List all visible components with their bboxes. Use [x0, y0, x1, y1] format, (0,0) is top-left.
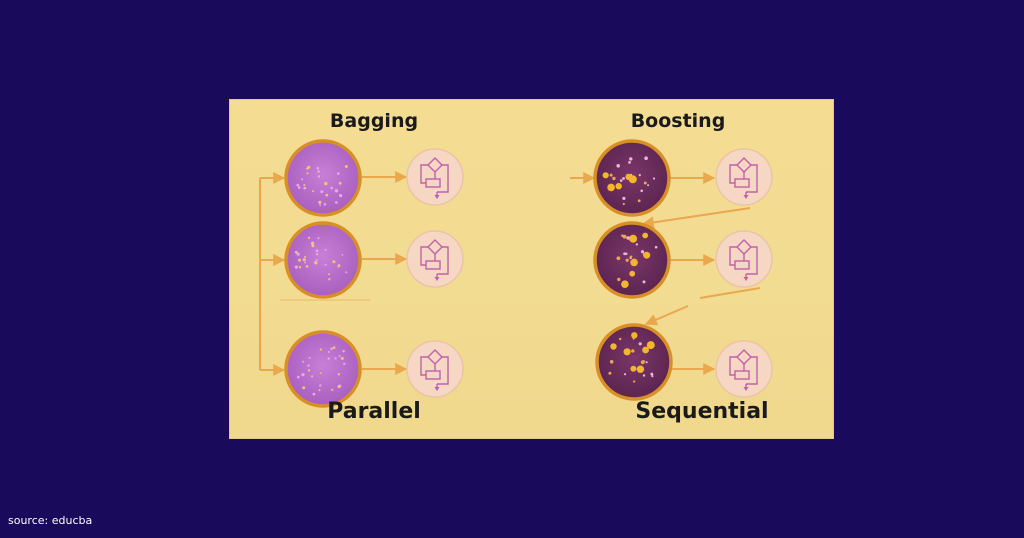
model-flowchart-icon [729, 349, 758, 391]
bagging-title: Bagging [329, 110, 419, 132]
boosting-model-3 [715, 340, 773, 398]
bagging-model-2 [406, 230, 464, 288]
dataset-sample-icon [297, 346, 346, 396]
bagging-arrows [362, 171, 408, 375]
boosting-title: Boosting [630, 110, 726, 132]
boosting-arrows [570, 172, 761, 375]
bagging-sample-3 [284, 330, 362, 408]
dataset-sample-icon [608, 332, 655, 383]
diagram-panel: Bagging Boosting Parallel Sequential [229, 99, 834, 439]
source-credit: source: educba [8, 514, 93, 527]
model-flowchart-icon [729, 157, 758, 199]
boosting-sample-1 [593, 139, 671, 217]
parallel-caption: Parallel [327, 399, 421, 424]
bagging-model-3 [406, 340, 464, 398]
bagging-sample-2 [284, 221, 362, 299]
dataset-sample-icon [616, 232, 658, 288]
model-flowchart-icon [729, 239, 758, 281]
model-flowchart-icon [420, 349, 449, 391]
dataset-sample-icon [294, 236, 348, 281]
model-flowchart-icon [420, 239, 449, 281]
boosting-model-1 [715, 148, 773, 206]
bagging-distribution-lines [259, 172, 370, 376]
dataset-sample-icon [296, 165, 348, 207]
sequential-caption: Sequential [635, 399, 769, 424]
model-flowchart-icon [420, 157, 449, 199]
boosting-sample-3 [595, 323, 673, 401]
boosting-model-2 [715, 230, 773, 288]
bagging-sample-1 [284, 139, 362, 217]
dataset-sample-icon [602, 156, 656, 206]
bagging-vs-boosting-diagram [259, 139, 773, 408]
bagging-model-1 [406, 148, 464, 206]
boosting-sample-2 [593, 221, 671, 299]
